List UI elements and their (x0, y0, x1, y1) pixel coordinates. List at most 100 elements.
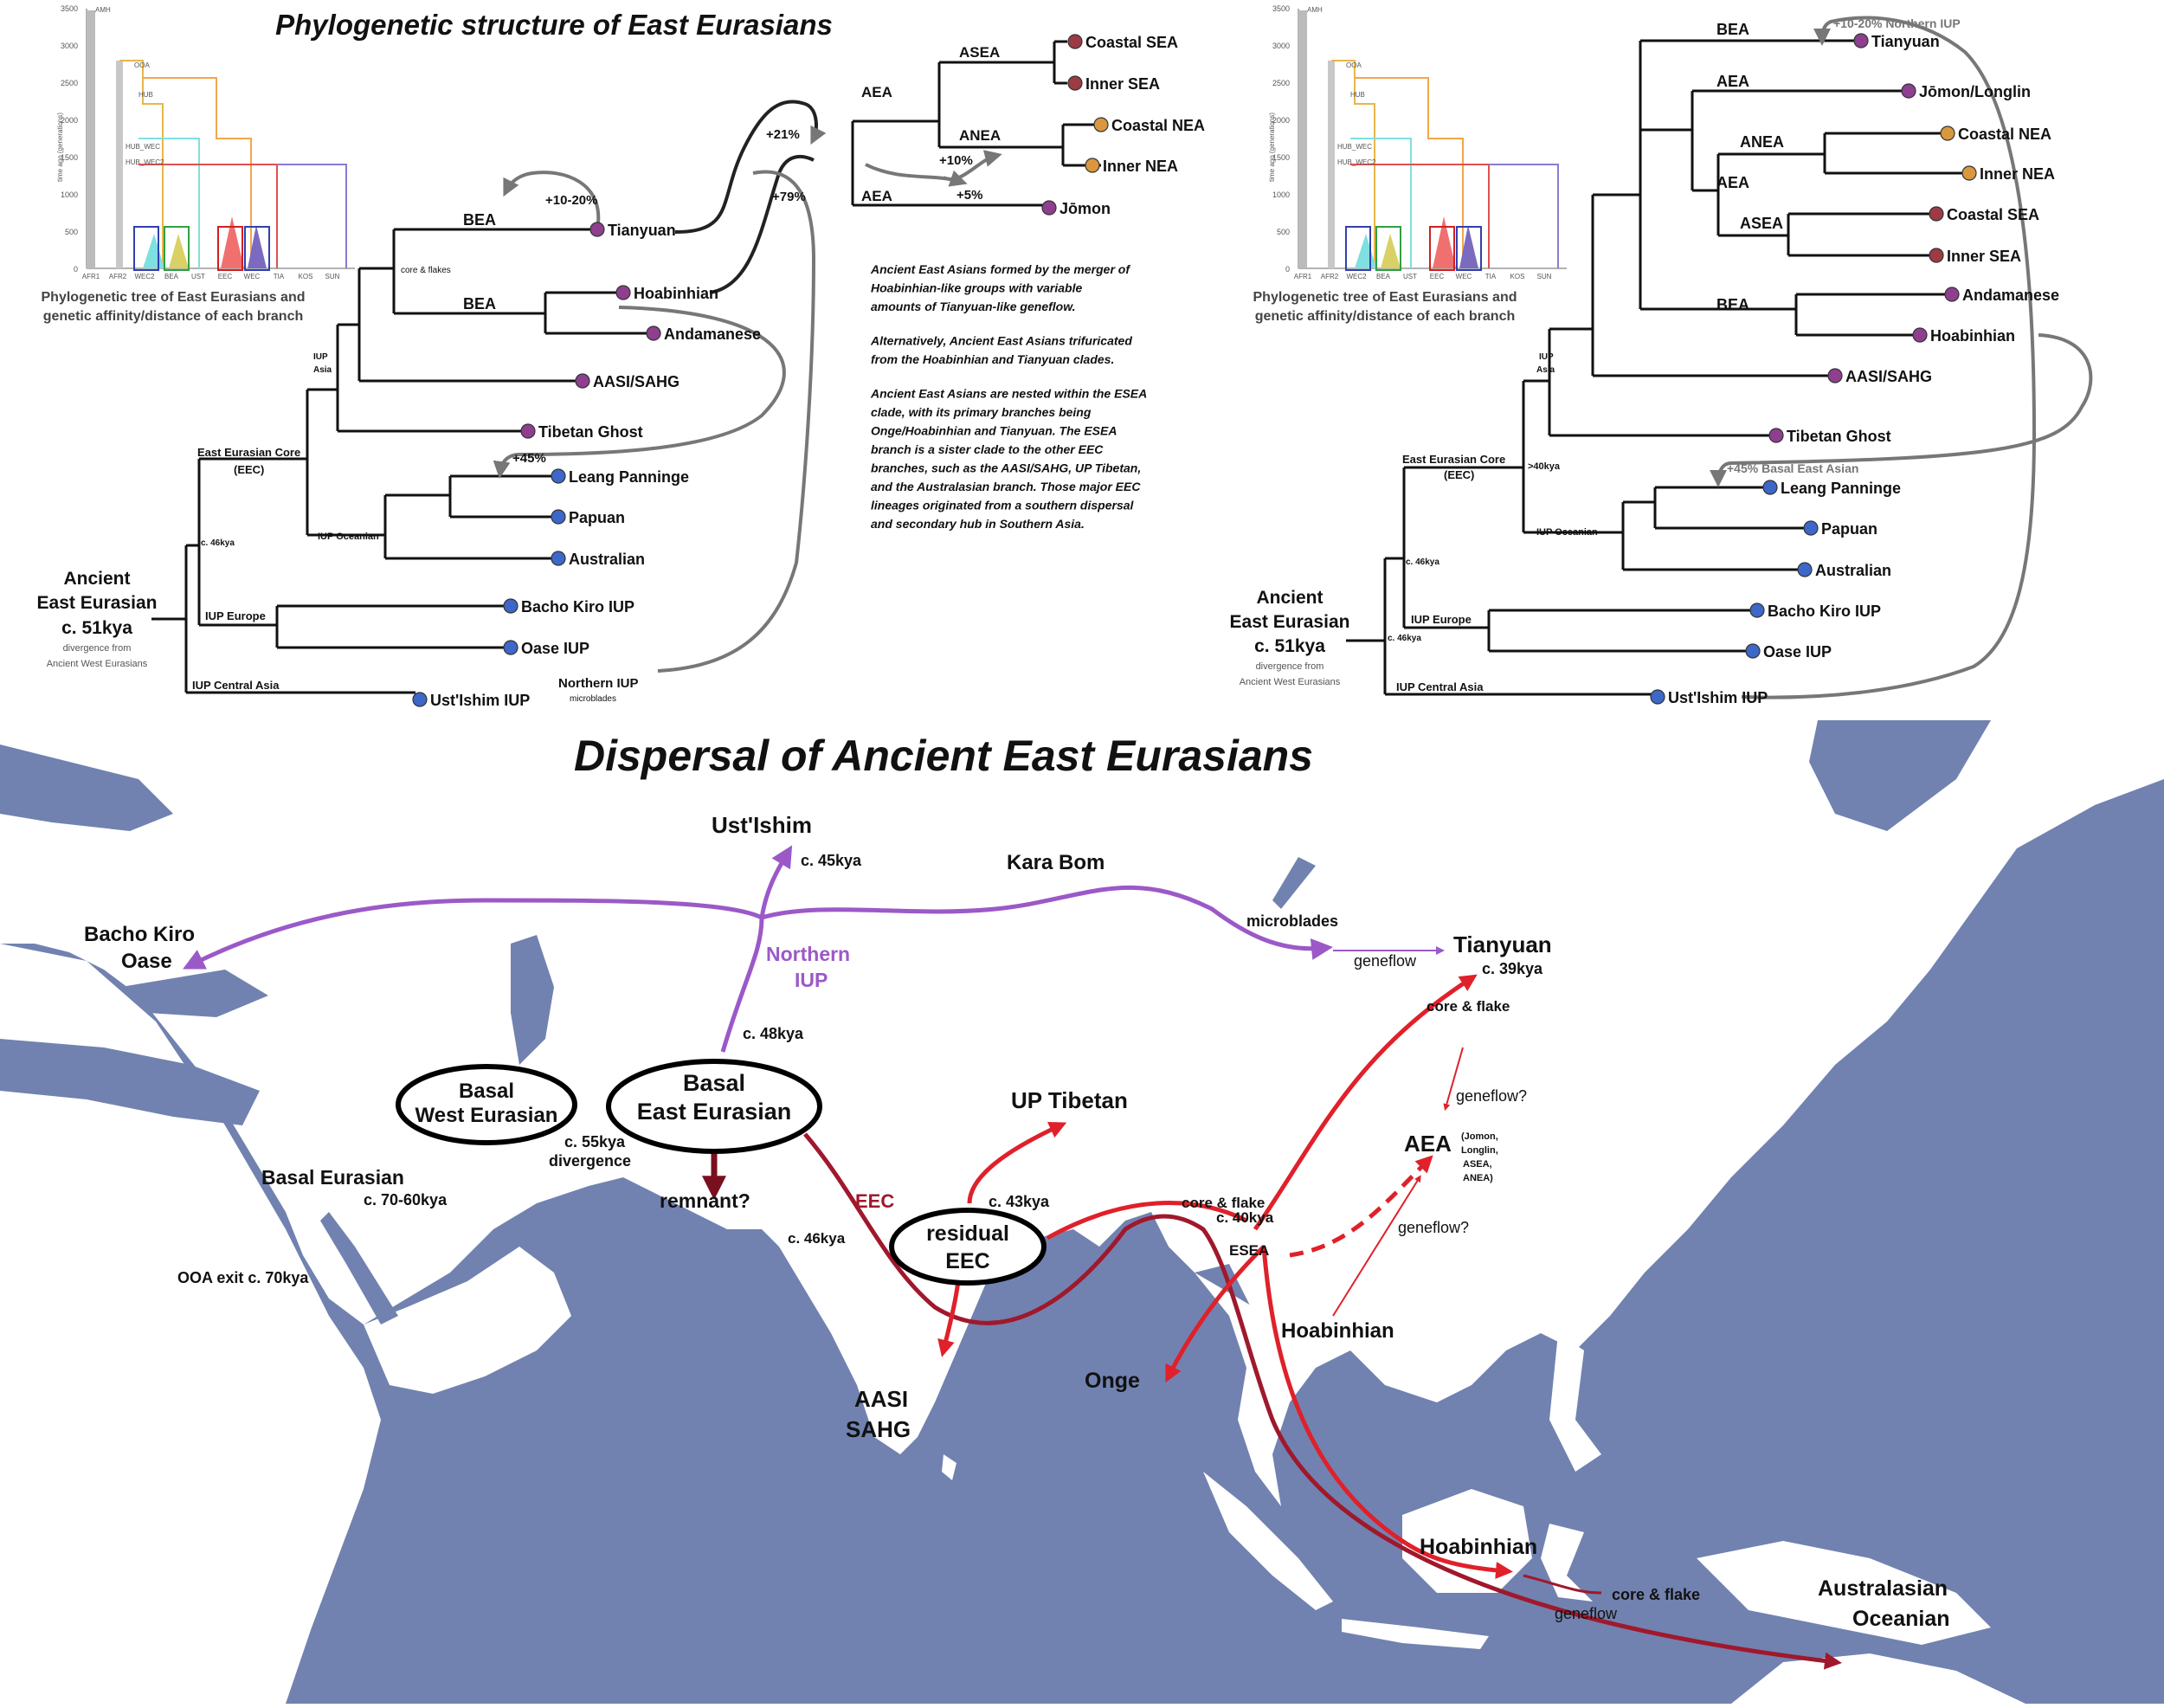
label-iup-central-asia: IUP Central Asia (1396, 680, 1484, 693)
map-sea-red (320, 1212, 398, 1325)
label-iup-asia-2: Asia (1536, 365, 1555, 375)
flow-label-1: +10-20% (545, 193, 597, 208)
label-iup-central-asia: IUP Central Asia (192, 679, 280, 692)
thumb-x-tick: SUN (1537, 273, 1552, 280)
thumb-y-tick: 0 (74, 265, 78, 274)
label-core-flakes: core & flakes (401, 266, 451, 275)
map-land-sumatra (1203, 1472, 1333, 1610)
thumb-wec2-fill (1355, 234, 1376, 268)
thumb-x-tick: BEA (164, 273, 179, 280)
map-label-ooa: OOA exit c. 70kya (177, 1269, 309, 1286)
thumb-x-tick: SUN (325, 273, 340, 280)
map-label-northern-2: IUP (795, 969, 828, 991)
route-to-tibet (967, 1121, 1067, 1204)
flow-tianyuan-back (503, 171, 601, 230)
map-sea-mediterranean (0, 1039, 260, 1125)
thumb-x-tick: AFR2 (109, 273, 127, 280)
map-land-new-guinea (1697, 1541, 1991, 1645)
leaf-label-andamanese: Andamanese (1962, 287, 2059, 304)
thumb-node-label: HUB (138, 91, 153, 99)
thumb-y-tick: 0 (1285, 265, 1290, 274)
leaf-label-coastal_sea: Coastal SEA (1947, 206, 2039, 223)
thumb-tia (1489, 164, 1559, 268)
thumb-y-tick: 1000 (1272, 190, 1290, 199)
leaf-label-australian: Australian (1815, 562, 1891, 579)
map-label-core-flake-2: core & flake (1182, 1195, 1265, 1211)
left-title: Phylogenetic structure of East Eurasians (275, 9, 833, 41)
leaf-label-papuan: Papuan (1821, 520, 1877, 538)
thumb-y-tick: 1000 (61, 190, 78, 199)
leaf-label-oase: Oase IUP (521, 640, 589, 657)
thumb-y-tick: 2500 (61, 79, 78, 87)
thumb-node-label: AMH (1307, 6, 1323, 14)
leaf-dot-leang (551, 468, 566, 484)
thumb-caption-2: genetic affinity/distance of each branch (43, 309, 304, 324)
thumb-y-tick: 2500 (1272, 79, 1290, 87)
thumb-caption-1: Phylogenetic tree of East Eurasians and (42, 290, 306, 305)
map-label-geneflow-q1: geneflow? (1456, 1087, 1527, 1105)
flow-anea-jomon (943, 150, 1002, 181)
thumb-y-tick: 1500 (1272, 153, 1290, 162)
thumb-y-tick: 2000 (1272, 116, 1290, 125)
label-bea-2: BEA (463, 295, 496, 313)
thumb-wec-fill (248, 225, 267, 268)
leaf-dot-tibetan_ghost (1768, 428, 1784, 443)
map-label-c55-1: c. 55kya (564, 1133, 626, 1150)
root-note-1: divergence from (1256, 661, 1324, 672)
thumb-x-tick: EEC (218, 273, 233, 280)
label-c46: c. 46kya (201, 538, 235, 548)
thumb-bea-fill (1381, 234, 1401, 268)
thumb-box-wec2 (1345, 226, 1371, 271)
thumb-caption-2: genetic affinity/distance of each branch (1255, 309, 1516, 324)
flow-hoabinhian-aea (709, 154, 815, 294)
route-to-tianyuan (761, 885, 1333, 960)
leaf-dot-tianyuan (589, 222, 605, 237)
thumb-node-label: HUB (1350, 91, 1365, 99)
flow-tianyuan-loop (657, 170, 816, 673)
thumb-box-bea (1375, 226, 1401, 271)
map-land-japan (1723, 978, 1835, 1099)
leaf-dot-inner_sea (1929, 248, 1944, 263)
thumb-box-eec (1429, 226, 1455, 271)
thumb-y-tick: 3000 (61, 42, 78, 50)
route-hoabinhian-to-aea (1332, 1175, 1421, 1317)
route-to-tianyuan-red (1253, 974, 1478, 1231)
flow-basal-east-asian (1710, 333, 2093, 487)
thumb-x-tick: UST (191, 273, 205, 280)
map-land-sulawesi (1541, 1524, 1593, 1602)
thumb-eec-fill (1433, 216, 1456, 268)
map-label-ustishim: Ust'Ishim (712, 812, 812, 838)
thumb-x-tick: WEC2 (1346, 273, 1367, 280)
thumb-bar-afr2 (1328, 61, 1335, 268)
thumb-ooa (1331, 60, 1375, 268)
ellipse-residual-eec (889, 1208, 1047, 1286)
leaf-label-coastal_nea: Coastal NEA (1958, 126, 2051, 143)
thumb-y-tick: 3500 (1272, 4, 1290, 13)
label-iup-oceanian: IUP Oceanian (318, 532, 379, 542)
leaf-dot-andamanese (646, 325, 661, 341)
leaf-dot-australian (1797, 562, 1813, 577)
leaf-label-aasi: AASI/SAHG (593, 373, 679, 390)
label-eec-abbr: (EEC) (1444, 468, 1474, 481)
label-aea-1: AEA (861, 84, 892, 100)
route-hoabinhian-to-australasia (1523, 1574, 1602, 1595)
thumb-x-tick: WEC (244, 273, 261, 280)
left-panel: Phylogenetic structure of East Eurasians… (37, 4, 1205, 709)
map-label-northern-1: Northern (766, 943, 850, 965)
map-land-arabia (364, 1247, 571, 1394)
root-note-1: divergence from (63, 643, 132, 654)
thumb-eec-fill (221, 216, 244, 268)
map-land-eurasia (0, 720, 2164, 1454)
label-iup-asia-2: Asia (313, 365, 332, 375)
thumb-x-tick: KOS (1510, 273, 1525, 280)
thumb-node-label: OOA (1346, 61, 1362, 69)
leaf-dot-coastal_nea (1093, 117, 1109, 132)
label-c46a: c. 46kya (1406, 558, 1439, 567)
map-land-philippines (1549, 1333, 1601, 1472)
routes-northern-iup (183, 845, 1445, 1053)
route-to-hub (1046, 1201, 1248, 1241)
root-note-2: Ancient West Eurasians (1240, 677, 1341, 687)
